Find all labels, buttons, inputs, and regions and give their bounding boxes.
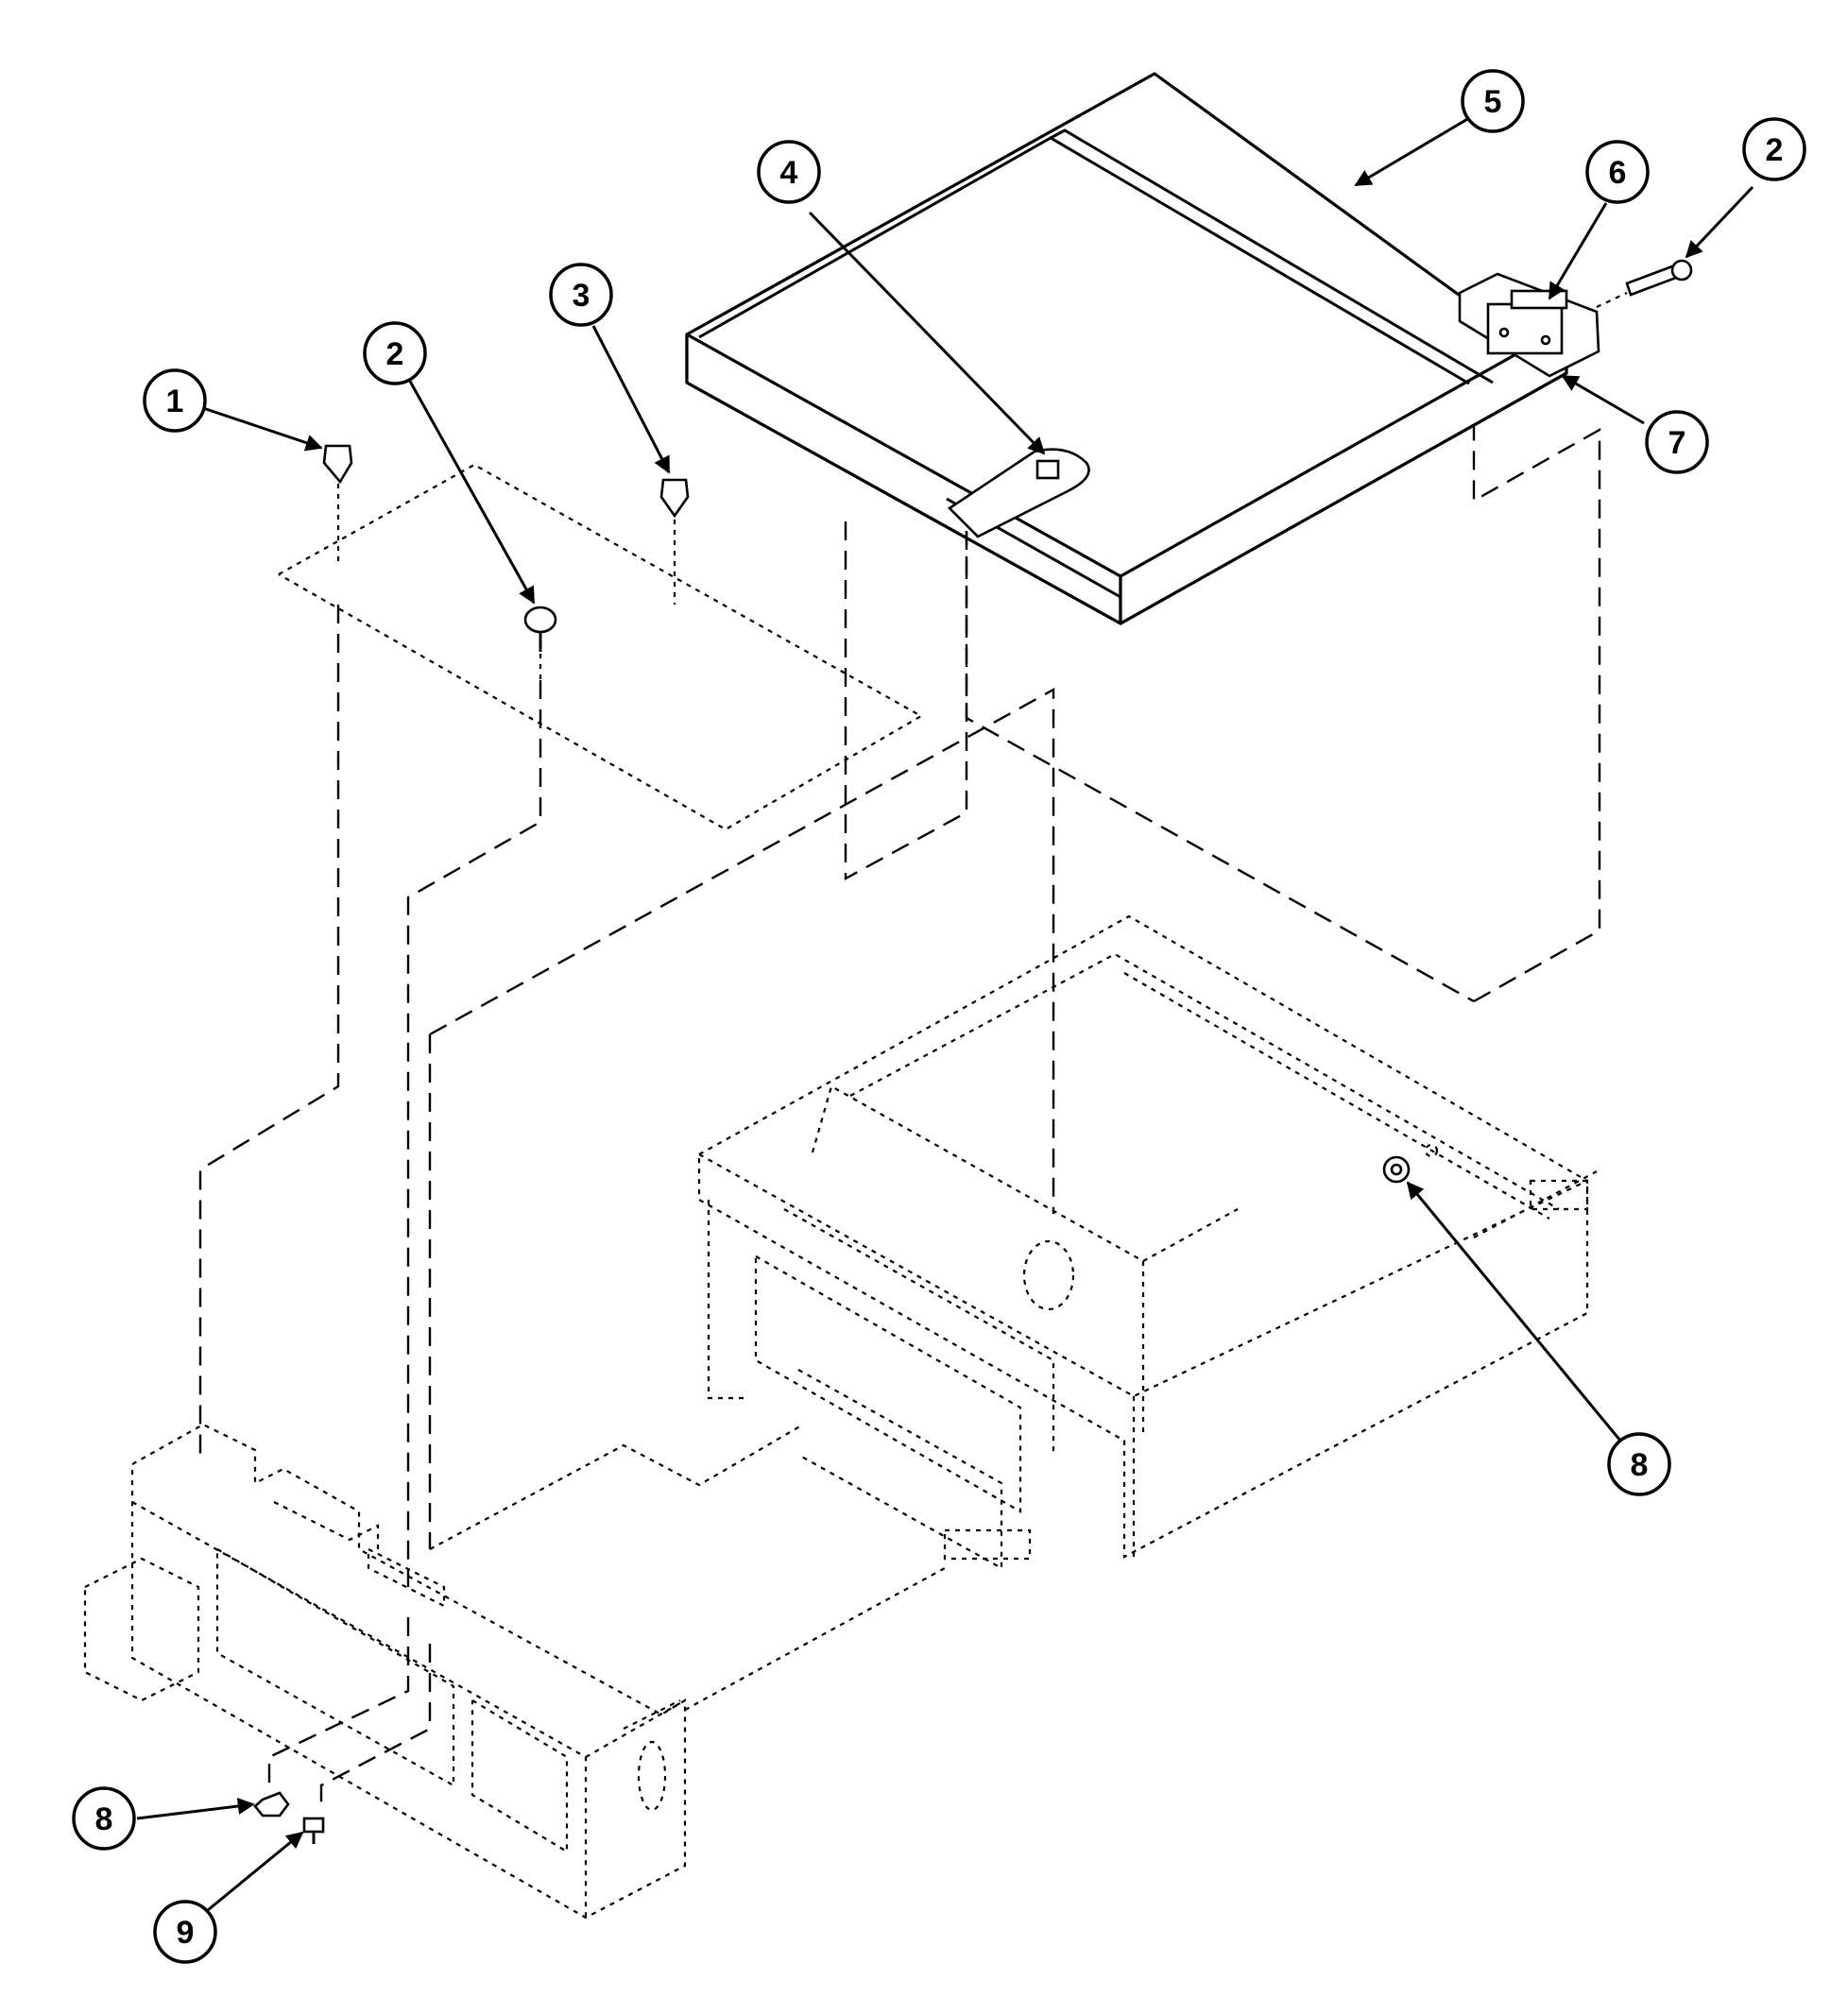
screw-9	[302, 1817, 325, 1844]
callout-2-hinge-label: 2	[1766, 132, 1784, 168]
callout-7: 7	[1645, 410, 1709, 474]
nut-8-base	[253, 1791, 290, 1818]
right-cabinet-base	[697, 914, 1589, 1570]
top-panel-outline	[278, 463, 924, 831]
assembly-guide-lines	[198, 425, 1601, 1804]
callout-8-base: 8	[72, 1786, 136, 1851]
callout-4-label: 4	[780, 155, 798, 191]
callout-5: 5	[1461, 69, 1525, 133]
callout-8-base-label: 8	[95, 1801, 113, 1837]
lid-latch	[947, 448, 1090, 538]
callout-1: 1	[143, 368, 207, 433]
callout-6: 6	[1585, 140, 1650, 204]
callout-4: 4	[757, 140, 821, 204]
callout-1-label: 1	[166, 384, 184, 419]
fastener-3	[659, 478, 690, 605]
callout-9: 9	[153, 1900, 217, 1964]
callout-8-cabinet-label: 8	[1631, 1447, 1649, 1483]
callout-2-panel: 2	[363, 321, 427, 385]
leader-lines	[136, 116, 1754, 1912]
callout-2-panel-label: 2	[386, 336, 404, 372]
fastener-2-panel	[523, 606, 557, 680]
nut-8-cabinet	[1382, 1143, 1439, 1184]
callout-3-label: 3	[573, 278, 590, 314]
callout-2-hinge: 2	[1742, 117, 1806, 181]
callout-3: 3	[549, 263, 613, 327]
left-base-frame	[83, 1423, 946, 1920]
fastener-1	[322, 444, 353, 567]
callout-7-label: 7	[1668, 425, 1686, 461]
top-lid	[685, 72, 1568, 625]
callout-6-label: 6	[1609, 155, 1627, 191]
callout-5-label: 5	[1484, 84, 1502, 120]
callout-9-label: 9	[177, 1915, 195, 1951]
callout-8-cabinet: 8	[1607, 1432, 1671, 1496]
screw-2-hinge	[1596, 259, 1693, 308]
